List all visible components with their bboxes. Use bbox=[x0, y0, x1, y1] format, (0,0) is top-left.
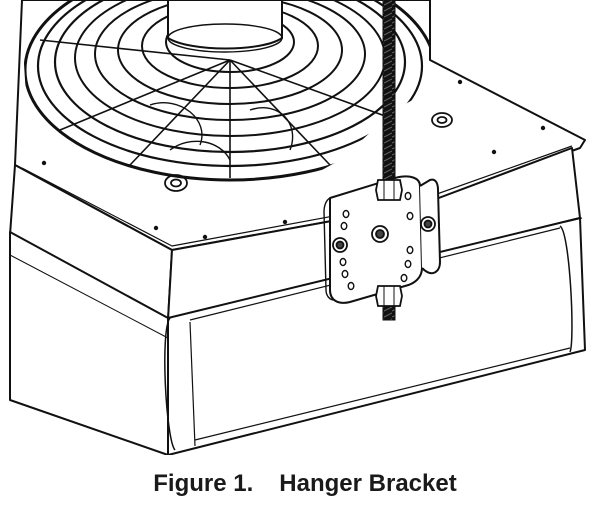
cabinet-lower-right bbox=[167, 217, 586, 455]
fan-motor-hub bbox=[167, 0, 283, 53]
figure-caption: Figure 1. Hanger Bracket bbox=[0, 470, 610, 510]
figure-label: Figure 1. bbox=[153, 470, 254, 497]
figure-title: Hanger Bracket bbox=[279, 470, 457, 497]
rod-nuts bbox=[375, 179, 403, 307]
mounting-grommets bbox=[164, 112, 453, 192]
cabinet-lower-front bbox=[9, 231, 169, 455]
cabinet-screws bbox=[41, 79, 546, 240]
bracket-bolts bbox=[332, 216, 436, 253]
heater-cabinet bbox=[9, 0, 586, 455]
hanger-bracket-illustration bbox=[9, 0, 586, 455]
